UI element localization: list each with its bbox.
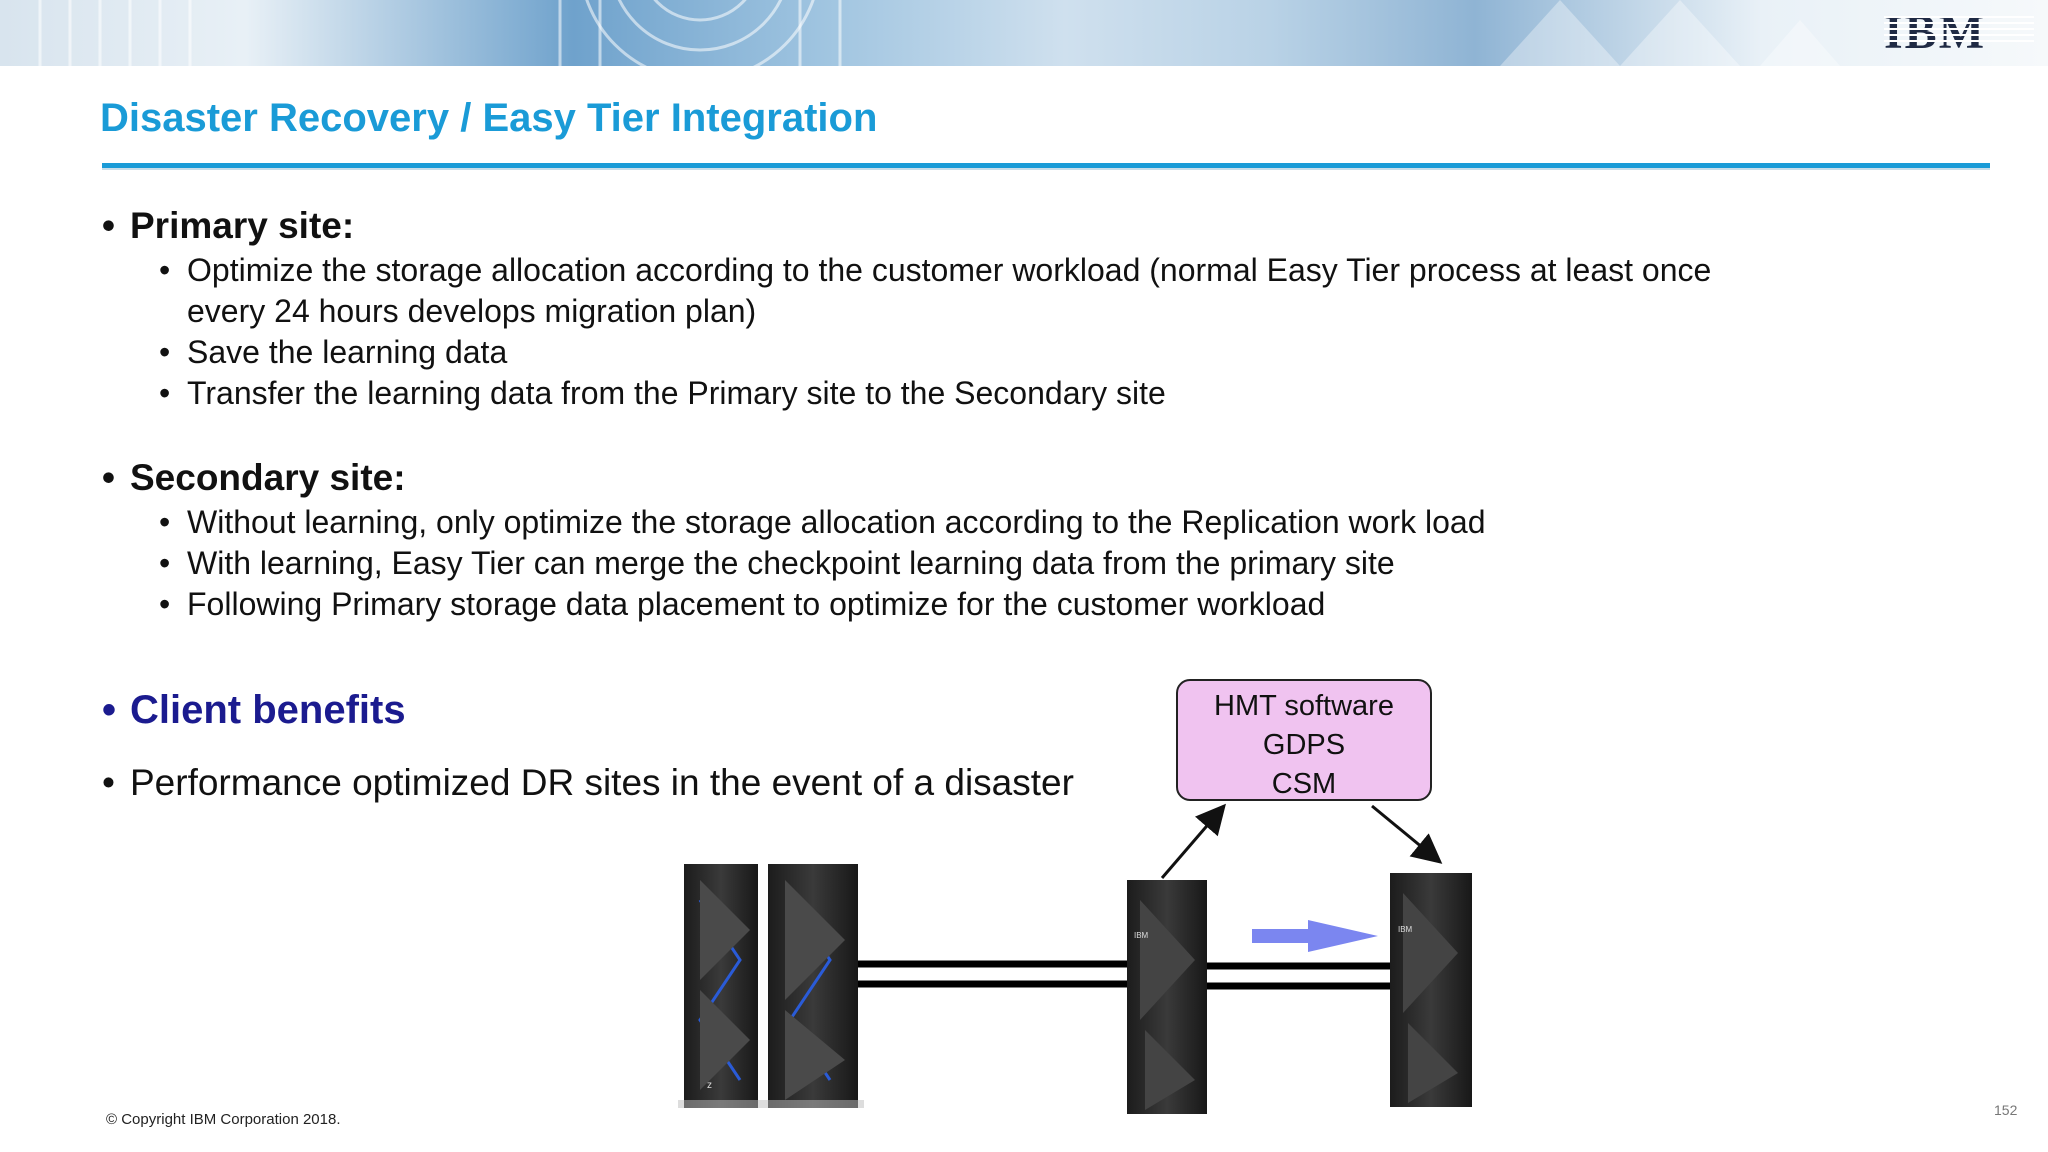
- header-banner: [0, 0, 2048, 66]
- bullet-dot: •: [159, 545, 171, 581]
- replication-arrow-icon: [1252, 920, 1378, 952]
- bullet-dot: •: [102, 457, 115, 498]
- ibm-logo-text: IBM: [1884, 8, 1986, 54]
- primary-item-1-text: Optimize the storage allocation accordin…: [187, 252, 1712, 288]
- client-benefit-item-text: Performance optimized DR sites in the ev…: [130, 762, 1074, 803]
- bullet-dot: •: [159, 375, 171, 411]
- client-benefit-item: • Performance optimized DR sites in the …: [102, 762, 1074, 804]
- callout-line-hmt: HMT software: [1214, 690, 1394, 722]
- ibm-logo-icon: IBM: [1884, 6, 2034, 59]
- primary-item-1-continued-text: every 24 hours develops migration plan): [187, 293, 757, 329]
- connection-lines: [855, 960, 1390, 990]
- primary-item-1-continued: every 24 hours develops migration plan): [187, 291, 756, 332]
- secondary-item-2-text: With learning, Easy Tier can merge the c…: [187, 545, 1395, 581]
- primary-item-3: • Transfer the learning data from the Pr…: [159, 373, 1166, 414]
- primary-item-3-text: Transfer the learning data from the Prim…: [187, 375, 1166, 411]
- bullet-dot: •: [102, 688, 117, 732]
- client-benefits-heading: • Client benefits: [102, 688, 406, 733]
- title-divider: [102, 163, 1990, 168]
- page-number: 152: [1994, 1102, 2018, 1118]
- secondary-item-2: • With learning, Easy Tier can merge the…: [159, 543, 1395, 584]
- page-title: Disaster Recovery / Easy Tier Integratio…: [100, 96, 878, 140]
- primary-item-1: • Optimize the storage allocation accord…: [159, 250, 1712, 291]
- ibm-logo: IBM: [1884, 6, 2034, 59]
- bullet-dot: •: [102, 205, 115, 246]
- mainframe-icon: z: [678, 864, 864, 1108]
- bullet-dot: •: [159, 586, 171, 622]
- primary-storage-label: IBM: [1134, 931, 1149, 940]
- callout-line-gdps: GDPS: [1262, 729, 1346, 761]
- secondary-site-heading: • Secondary site:: [102, 457, 406, 499]
- primary-site-heading: • Primary site:: [102, 205, 355, 247]
- bullet-dot: •: [159, 334, 171, 370]
- client-benefits-heading-text: Client benefits: [130, 688, 406, 732]
- primary-site-heading-text: Primary site:: [130, 205, 355, 246]
- secondary-item-1-text: Without learning, only optimize the stor…: [187, 504, 1486, 540]
- secondary-site-heading-text: Secondary site:: [130, 457, 406, 498]
- bullet-dot: •: [102, 762, 115, 803]
- bullet-dot: •: [159, 504, 171, 540]
- primary-item-2-text: Save the learning data: [187, 334, 508, 370]
- secondary-item-3-text: Following Primary storage data placement…: [187, 586, 1326, 622]
- copyright-text: © Copyright IBM Corporation 2018.: [106, 1111, 341, 1128]
- secondary-storage-icon: IBM: [1390, 873, 1472, 1107]
- banner-decoration: [38, 0, 1840, 66]
- arrow-to-callout: [1160, 803, 1226, 879]
- title-divider-shadow: [102, 168, 1990, 170]
- software-callout: HMT software GDPS CSM: [1176, 679, 1432, 801]
- primary-item-2: • Save the learning data: [159, 332, 508, 373]
- arrow-from-callout: [1371, 804, 1443, 864]
- bullet-dot: •: [159, 252, 171, 288]
- callout-line-csm: CSM: [1271, 768, 1337, 800]
- secondary-item-1: • Without learning, only optimize the st…: [159, 502, 1486, 543]
- secondary-storage-label: IBM: [1398, 925, 1413, 934]
- primary-storage-icon: IBM: [1127, 880, 1207, 1114]
- secondary-item-3: • Following Primary storage data placeme…: [159, 584, 1326, 625]
- mainframe-label: z: [707, 1080, 712, 1091]
